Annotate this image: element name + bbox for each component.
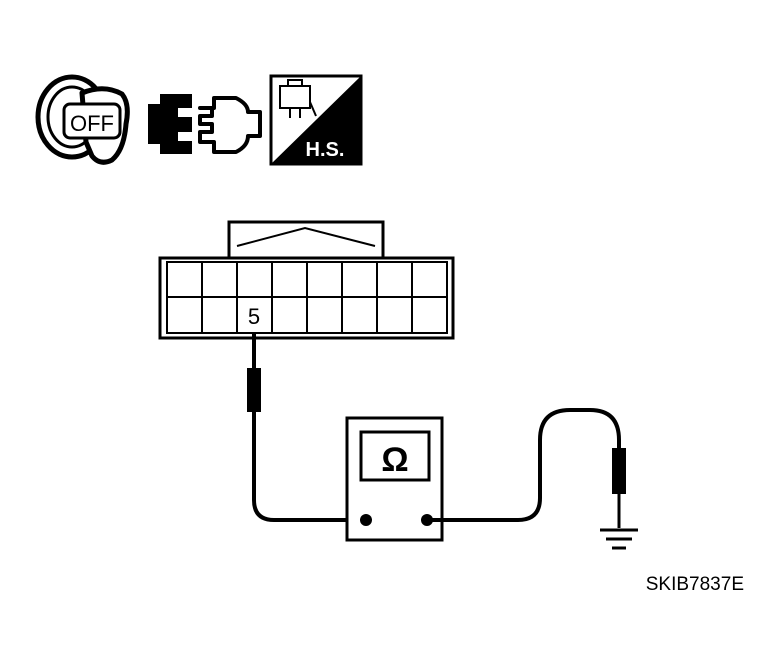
ignition-key-icon: OFF (35, 74, 130, 165)
ground-lead (427, 408, 626, 528)
harness-side-label: H.S. (306, 139, 345, 161)
figure-code: SKIB7837E (646, 574, 744, 595)
ohm-symbol: Ω (381, 441, 408, 479)
ground-symbol-icon (600, 528, 638, 550)
probe-lead (247, 333, 366, 522)
disconnect-connector-icon (148, 94, 262, 154)
ignition-off-label: OFF (70, 111, 114, 136)
meter-terminal-left (360, 514, 372, 526)
connector-face: 5 (158, 220, 455, 340)
ohmmeter: Ω (345, 416, 444, 542)
terminal-5-label: 5 (248, 304, 260, 329)
harness-side-icon: H.S. (269, 74, 363, 166)
